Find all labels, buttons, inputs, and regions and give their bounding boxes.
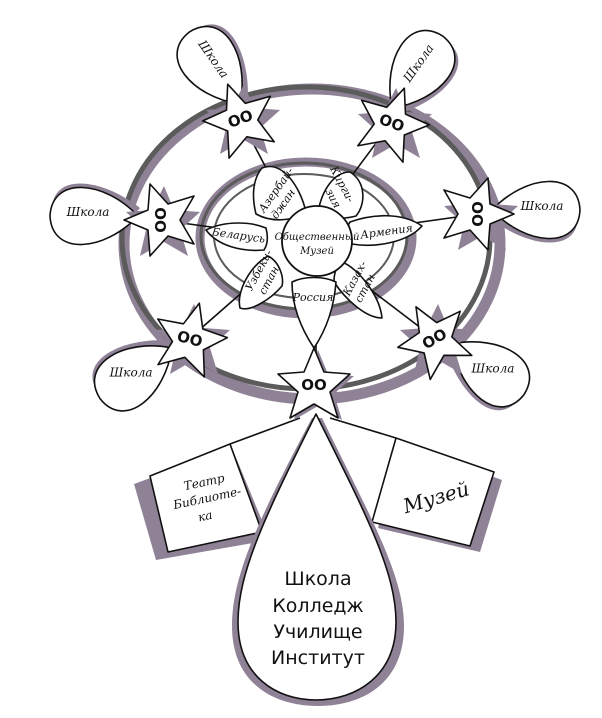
star-marker: OO <box>301 376 327 394</box>
drop-line3: Училище <box>273 621 362 643</box>
country-label-russia: Россия <box>292 291 334 304</box>
drop-line4: Институт <box>271 647 365 669</box>
center-subtitle: Музей <box>299 246 334 257</box>
drop-line2: Колледж <box>272 595 363 617</box>
star-bottom-center: OO <box>278 348 354 420</box>
center-title: Общественный <box>275 232 360 243</box>
petal-uzbekistan: Узбеки- стан <box>239 247 282 308</box>
school-label: Школа <box>471 362 515 376</box>
petal-russia: Россия <box>292 278 336 349</box>
star-marker: OO <box>152 207 170 233</box>
star-right: OO <box>444 178 518 250</box>
school-label: Школа <box>109 366 153 380</box>
left-flag-line3: ка <box>197 508 214 525</box>
drop-line1: Школа <box>284 568 351 590</box>
school-label: Школа <box>66 205 110 219</box>
education-drop: Школа Колледж Училище Институт <box>232 414 404 706</box>
star-marker: OO <box>468 201 486 227</box>
school-label: Школа <box>520 199 564 213</box>
